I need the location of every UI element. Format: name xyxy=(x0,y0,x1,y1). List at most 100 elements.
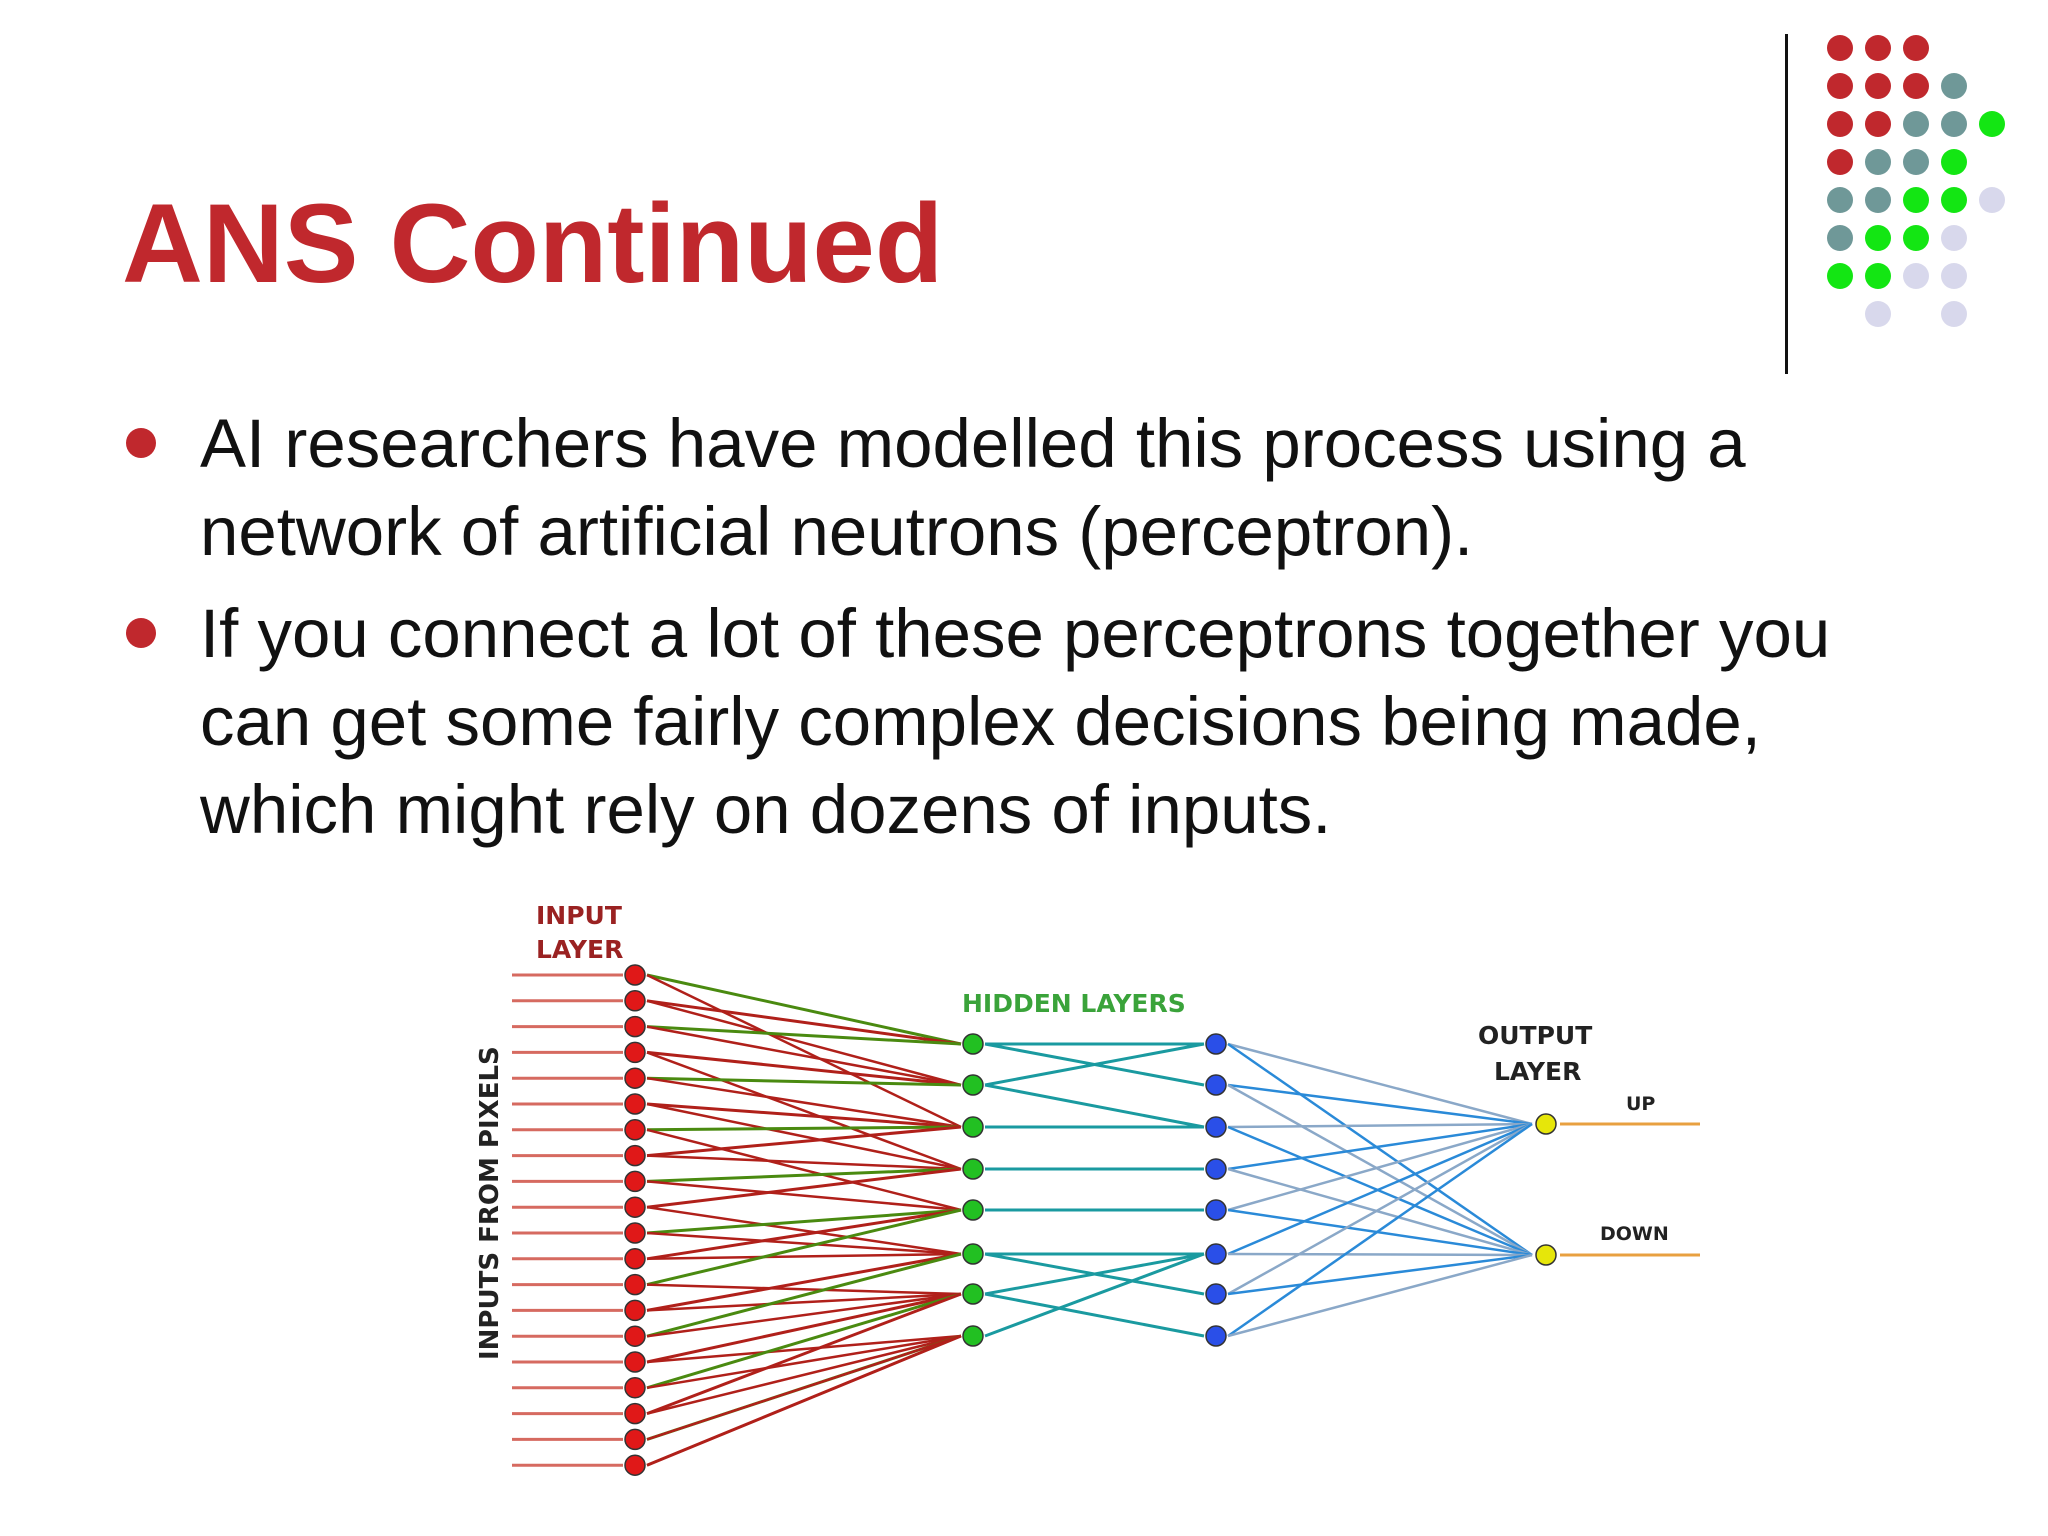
hidden-node xyxy=(1205,1116,1227,1138)
input-to-hidden-edge xyxy=(646,1292,962,1364)
input-to-hidden-edge xyxy=(646,1292,962,1390)
input-node xyxy=(624,964,646,986)
input-to-hidden-edge xyxy=(646,1208,962,1261)
input-to-hidden-edge xyxy=(646,1076,962,1129)
input-to-hidden-edge xyxy=(646,1252,962,1261)
inputs-side-label: INPUTS FROM PIXELS xyxy=(475,1046,505,1360)
input-to-hidden-edge xyxy=(646,1252,962,1338)
hidden-node xyxy=(1205,1199,1227,1221)
hidden-to-output-edge xyxy=(1227,1252,1533,1257)
hidden-to-hidden-edge xyxy=(984,1083,1205,1129)
input-to-hidden-edge xyxy=(646,999,962,1087)
hidden-to-output-edge xyxy=(1227,1042,1533,1257)
input-to-hidden-edge xyxy=(646,1334,962,1441)
hidden-node xyxy=(962,1283,984,1305)
input-node xyxy=(624,1119,646,1141)
hidden-to-output-edge xyxy=(1227,1167,1533,1257)
bullet-item: AI researchers have modelled this proces… xyxy=(118,400,1838,576)
input-to-hidden-edge xyxy=(646,1154,962,1171)
input-node xyxy=(624,1041,646,1064)
input-node xyxy=(624,1170,646,1193)
input-to-hidden-edge xyxy=(646,1128,962,1212)
bullet-dot-icon xyxy=(126,618,156,648)
input-node xyxy=(624,1067,646,1089)
hidden-node xyxy=(1205,1074,1227,1096)
hidden-node xyxy=(1205,1283,1227,1305)
input-to-hidden-edge xyxy=(646,1025,962,1087)
input-to-hidden-edge xyxy=(646,1102,962,1171)
input-to-hidden-edge xyxy=(646,1334,962,1364)
network-nodes xyxy=(624,964,1557,1476)
hidden-to-hidden-edge xyxy=(984,1292,1205,1338)
output-label-down: DOWN xyxy=(1600,1223,1669,1245)
input-to-hidden-edge xyxy=(646,1334,962,1390)
bullet-item: If you connect a lot of these perceptron… xyxy=(118,590,1838,854)
output-layer-label: LAYER xyxy=(1494,1057,1581,1086)
input-to-hidden-edge xyxy=(646,1231,962,1256)
bullet-text: AI researchers have modelled this proces… xyxy=(200,405,1746,570)
input-to-hidden-edge xyxy=(646,1334,962,1467)
input-node xyxy=(624,1144,646,1167)
input-to-hidden-edge xyxy=(646,1292,962,1312)
output-label-up: UP xyxy=(1626,1093,1655,1115)
hidden-to-output-edge xyxy=(1227,1122,1533,1256)
input-node xyxy=(624,1015,646,1038)
hidden-layers-label: HIDDEN LAYERS xyxy=(962,989,1186,1018)
input-node xyxy=(624,1351,646,1373)
hidden-node xyxy=(962,1243,984,1265)
input-to-hidden-edge xyxy=(646,1167,962,1209)
input-to-hidden-edge xyxy=(646,1076,962,1087)
hidden-node xyxy=(962,1325,984,1347)
input-to-hidden-edge xyxy=(646,1050,962,1087)
input-to-hidden-edge xyxy=(646,1125,962,1158)
hidden-node xyxy=(962,1116,984,1138)
hidden-node xyxy=(962,1074,984,1096)
input-to-hidden-edge xyxy=(646,1102,962,1129)
input-to-hidden-edge xyxy=(646,1125,962,1132)
input-node xyxy=(624,1325,646,1347)
input-layer-label: INPUT xyxy=(536,901,622,930)
hidden-to-output-edge xyxy=(1227,1208,1533,1257)
input-to-hidden-edge xyxy=(646,1180,962,1212)
input-to-hidden-edge xyxy=(646,1252,962,1312)
input-to-hidden-edge xyxy=(646,999,962,1046)
bullet-dot-icon xyxy=(126,428,156,458)
input-to-hidden-edge xyxy=(646,1051,962,1171)
input-to-hidden-edge xyxy=(646,1025,962,1046)
input-node xyxy=(624,1248,646,1270)
hidden-to-output-edge xyxy=(1227,1253,1533,1338)
hidden-to-output-edge xyxy=(1227,1083,1533,1126)
hidden-node xyxy=(962,1033,984,1055)
input-node xyxy=(624,1377,646,1399)
input-to-hidden-edge xyxy=(646,1167,962,1183)
hidden-node xyxy=(1205,1158,1227,1180)
bullet-list: AI researchers have modelled this proces… xyxy=(118,400,1838,868)
bullet-text: If you connect a lot of these perceptron… xyxy=(200,595,1831,848)
input-layer-label: LAYER xyxy=(536,935,623,964)
input-node xyxy=(624,1093,646,1115)
input-node xyxy=(624,1428,646,1451)
slide-title: ANS Continued xyxy=(122,181,944,306)
input-to-hidden-edge xyxy=(646,1334,962,1415)
input-node xyxy=(624,990,646,1012)
hidden-to-hidden-edge xyxy=(984,1252,1205,1338)
hidden-node xyxy=(1205,1243,1227,1265)
network-connections xyxy=(512,973,1700,1467)
input-to-hidden-edge xyxy=(646,973,962,1046)
input-node xyxy=(624,1402,646,1425)
input-node xyxy=(624,1222,646,1244)
input-to-hidden-edge xyxy=(646,1292,962,1338)
diagram-labels: INPUT LAYER HIDDEN LAYERS OUTPUT LAYER U… xyxy=(475,901,1669,1360)
hidden-node xyxy=(1205,1033,1227,1055)
input-to-hidden-edge xyxy=(646,1283,962,1296)
hidden-node xyxy=(962,1199,984,1221)
hidden-to-hidden-edge xyxy=(984,1252,1205,1296)
hidden-to-output-edge xyxy=(1227,1125,1533,1257)
hidden-to-output-edge xyxy=(1227,1042,1533,1126)
hidden-node xyxy=(962,1158,984,1180)
hidden-to-output-edge xyxy=(1227,1122,1533,1296)
input-to-hidden-edge xyxy=(646,1292,962,1416)
title-divider-line xyxy=(1785,34,1788,374)
hidden-to-output-edge xyxy=(1227,1122,1533,1212)
